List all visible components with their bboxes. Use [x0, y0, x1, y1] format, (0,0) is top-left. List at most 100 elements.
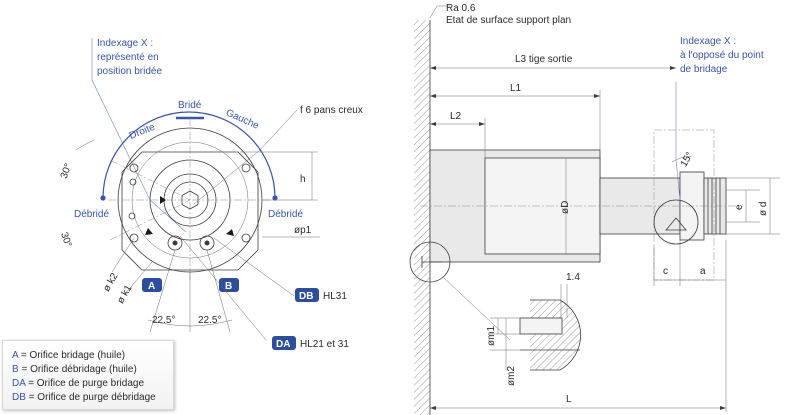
l3-arrow-left — [430, 66, 436, 70]
c-label: c — [663, 266, 668, 277]
l2-arrow-left — [430, 122, 436, 126]
angle-30-top-arc — [75, 139, 95, 151]
l2-label: L2 — [450, 111, 462, 122]
badge-da — [272, 336, 296, 350]
l3-arrow-right — [670, 66, 676, 70]
centerline-30-top — [109, 159, 191, 201]
small-hole-2 — [128, 212, 136, 220]
label-debride-left: Débridé — [74, 209, 109, 220]
detail-pin-body — [519, 317, 563, 335]
detail-circle-left — [409, 241, 451, 283]
indexage-right-line-1: Indexage X : — [680, 36, 736, 47]
d-label: ø d — [758, 202, 769, 216]
badge-db — [295, 288, 319, 302]
l-label: L — [566, 394, 572, 405]
angle-15-label: 15° — [679, 150, 696, 169]
angle-30-top: 30° — [59, 162, 75, 180]
legend-text: = Orifice débridage (huile) — [18, 364, 137, 375]
badge-b-label: B — [225, 281, 232, 292]
surface-ra: Ra 0.6 — [446, 3, 476, 14]
surface-symbol — [429, 5, 450, 19]
angle-a-line — [149, 249, 176, 333]
detail-hatch — [530, 300, 581, 370]
bolt-hole-3 — [129, 233, 139, 243]
legend-text: = Orifice de purge bridage — [25, 378, 145, 389]
angle-b-label: 22.5° — [198, 315, 221, 326]
l1-arrow-right — [594, 94, 600, 98]
legend-row-a: A = Orifice bridage (huile) — [12, 349, 173, 363]
arrow-2 — [145, 228, 153, 235]
bolt-hole-1 — [129, 163, 139, 173]
l-arrow-right — [720, 406, 726, 410]
front-view: Indexage X : représenté en position brid… — [58, 38, 363, 350]
badge-a — [142, 278, 162, 292]
label-gauche: Gauche — [224, 107, 261, 131]
label-debride-right: Débridé — [268, 209, 303, 220]
badge-db-label: DB — [299, 291, 313, 302]
legend-row-db: DB = Orifice de purge débridage — [12, 391, 173, 405]
db-leader — [213, 237, 295, 297]
badge-da-label: DA — [276, 339, 290, 350]
indexage-leader-right — [675, 82, 681, 201]
angle-b-line — [206, 249, 231, 333]
indexage-note-line-1: Indexage X : — [97, 38, 153, 49]
small-hole-1 — [129, 178, 137, 186]
detail-notch — [665, 217, 687, 231]
angle-15-arc — [671, 155, 693, 163]
indexage-note-line-3: position bridée — [97, 66, 162, 77]
legend-text: = Orifice bridage (huile) — [18, 350, 126, 361]
badge-a-label: A — [148, 281, 155, 292]
indexage-right-line-2: à l'opposé du point — [680, 50, 764, 61]
hex-leader — [193, 109, 298, 205]
v14-label: 1.4 — [566, 272, 580, 283]
l2-arrow-right — [479, 122, 485, 126]
legend-box: A = Orifice bridage (huile) B = Orifice … — [2, 340, 174, 410]
arrow-1 — [160, 196, 166, 204]
k2-label: ø k2 — [101, 271, 120, 294]
debride-left-dot — [100, 195, 106, 201]
od-label: øD — [560, 201, 571, 214]
port-b-center — [204, 240, 210, 246]
indexage-leader-left — [91, 38, 187, 233]
da-leader — [179, 235, 267, 341]
detail-outline — [530, 299, 581, 371]
indexage-note-line-2: représenté en — [97, 52, 159, 63]
centerline-30-bottom — [109, 199, 191, 241]
port-a-center — [172, 240, 178, 246]
detail-leader — [443, 277, 511, 341]
legend-key: A — [12, 350, 19, 361]
legend-row-da: DA = Orifice de purge bridage — [12, 377, 173, 391]
m2-label: øm2 — [506, 366, 517, 386]
legend-row-b: B = Orifice débridage (huile) — [12, 363, 173, 377]
side-view: Ra 0.6 Etat de surface support plan 15° … — [409, 3, 780, 415]
support-hatch — [414, 20, 430, 415]
db-callout: HL31 — [323, 291, 347, 302]
k1-leader — [123, 261, 153, 296]
da-callout: HL21 et 31 — [300, 339, 349, 350]
indexage-right-line-3: de bridage — [680, 64, 728, 75]
m1-label: øm1 — [486, 326, 497, 346]
legend-key: B — [12, 364, 19, 375]
l1-arrow-left — [430, 94, 436, 98]
angle-30-bottom: 30° — [58, 231, 74, 249]
angle-arc — [147, 319, 233, 327]
h-label: h — [300, 174, 306, 185]
debride-right-dot — [272, 195, 278, 201]
k2-leader — [111, 237, 135, 273]
surface-note: Etat de surface support plan — [446, 15, 571, 26]
a-label: a — [700, 266, 706, 277]
legend-text: = Orifice de purge débridage — [25, 392, 156, 403]
l1-label: L1 — [510, 83, 522, 94]
legend-key: DB — [12, 392, 26, 403]
l-arrow-left — [430, 406, 436, 410]
clamping-arc — [102, 111, 276, 199]
k1-label: ø k1 — [115, 283, 134, 306]
hex-label: f 6 pans creux — [300, 105, 363, 116]
legend-key: DA — [12, 378, 26, 389]
op1-label: øp1 — [294, 225, 312, 236]
bolt-hole-4 — [241, 233, 251, 243]
e-label: e — [734, 204, 745, 210]
flange-outline — [121, 151, 259, 271]
badge-b — [219, 278, 239, 292]
